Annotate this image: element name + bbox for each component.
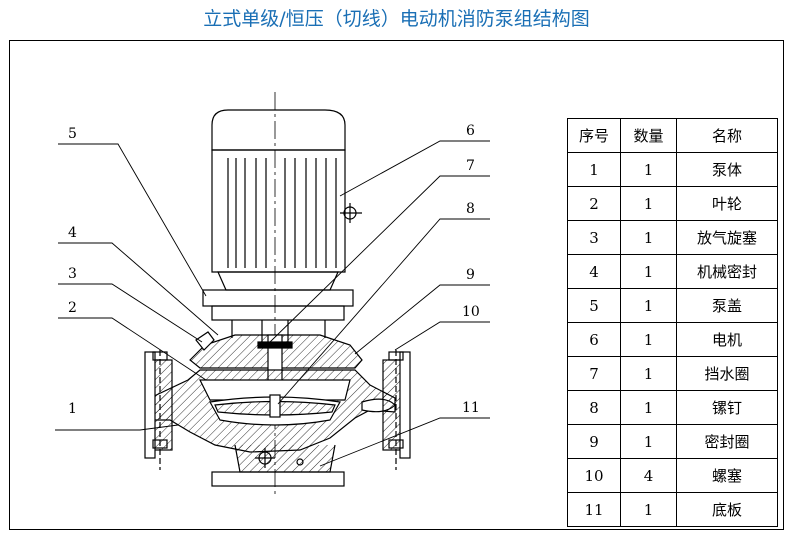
outlet-flange <box>382 350 411 470</box>
pump-casing <box>149 369 396 453</box>
cell-number: 11 <box>567 492 621 527</box>
header-name: 名称 <box>676 118 778 153</box>
cell-number: 6 <box>567 322 621 357</box>
cell-number: 5 <box>567 288 621 323</box>
cell-number: 4 <box>567 254 621 289</box>
header-quantity: 数量 <box>620 118 677 153</box>
cell-name: 泵盖 <box>676 288 778 323</box>
cell-quantity: 1 <box>620 390 677 425</box>
cell-quantity: 1 <box>620 220 677 255</box>
cell-name: 底板 <box>676 492 778 527</box>
cell-quantity: 1 <box>620 492 677 527</box>
cell-name: 螺塞 <box>676 458 778 493</box>
callout-4: 4 <box>68 225 77 241</box>
cell-quantity: 4 <box>620 458 677 493</box>
cell-quantity: 1 <box>620 288 677 323</box>
cell-quantity: 1 <box>620 186 677 221</box>
drawing-frame <box>9 40 784 530</box>
callout-11: 11 <box>462 400 480 416</box>
callout-leaders <box>55 140 490 467</box>
cell-number: 2 <box>567 186 621 221</box>
diagram-title: 立式单级/恒压（切线）电动机消防泵组结构图 <box>203 8 590 30</box>
callout-10: 10 <box>462 304 480 320</box>
cell-name: 叶轮 <box>676 186 778 221</box>
cell-name: 电机 <box>676 322 778 357</box>
callout-2: 2 <box>68 300 77 316</box>
cell-quantity: 1 <box>620 424 677 459</box>
cell-number: 1 <box>567 152 621 187</box>
inlet-flange <box>144 350 173 470</box>
header-number: 序号 <box>567 118 621 153</box>
cell-number: 8 <box>567 390 621 425</box>
callout-3: 3 <box>68 266 77 282</box>
cell-number: 3 <box>567 220 621 255</box>
cell-number: 10 <box>567 458 621 493</box>
cell-quantity: 1 <box>620 356 677 391</box>
cell-name: 泵体 <box>676 152 778 187</box>
callout-7: 7 <box>466 158 475 174</box>
motor <box>211 109 362 291</box>
cell-name: 镙钉 <box>676 390 778 425</box>
cell-name: 放气旋塞 <box>676 220 778 255</box>
callout-5: 5 <box>68 126 77 142</box>
callout-1: 1 <box>68 401 77 417</box>
cell-quantity: 1 <box>620 254 677 289</box>
cell-name: 机械密封 <box>676 254 778 289</box>
callout-9: 9 <box>466 267 475 283</box>
base-plate <box>211 444 345 487</box>
cell-name: 挡水圈 <box>676 356 778 391</box>
cell-number: 7 <box>567 356 621 391</box>
cell-name: 密封圈 <box>676 424 778 459</box>
parts-table-header: 序号 数量 名称 <box>567 118 778 153</box>
callout-6: 6 <box>466 123 475 139</box>
cell-quantity: 1 <box>620 152 677 187</box>
cell-number: 9 <box>567 424 621 459</box>
cell-quantity: 1 <box>620 322 677 357</box>
callout-8: 8 <box>466 201 475 217</box>
